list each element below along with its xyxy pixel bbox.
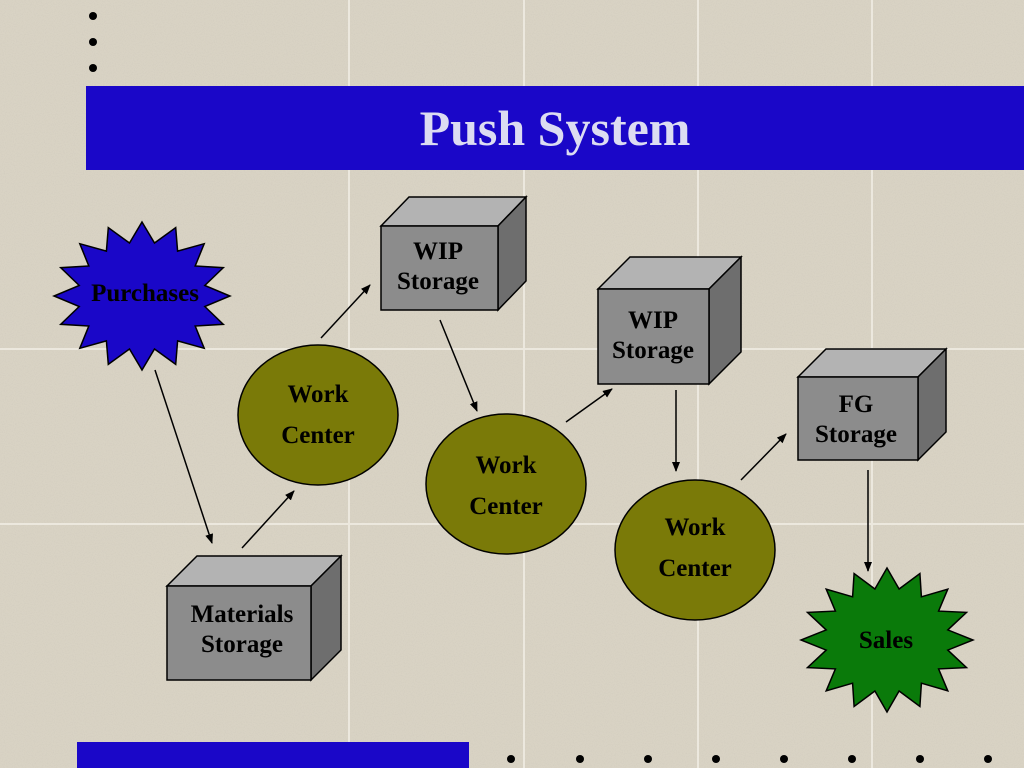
- grid-line: [523, 0, 525, 768]
- work-center-3-label: Work Center: [658, 514, 732, 582]
- arrow-work-center-2-to-wip-2: [565, 388, 613, 423]
- wip-storage-box-2: [596, 255, 743, 386]
- decorative-bullet: [984, 755, 992, 763]
- work-center-2-ellipse: [425, 413, 587, 555]
- materials-storage-box: [165, 554, 343, 682]
- fg-storage-label: FG Storage: [815, 391, 897, 448]
- decorative-bullet: [507, 755, 515, 763]
- arrow-work-center-1-to-wip-1: [320, 284, 371, 339]
- slide-title: Push System: [419, 100, 691, 156]
- wip-storage-2-label: WIP Storage: [612, 307, 694, 364]
- decorative-bullet: [780, 755, 788, 763]
- wip-storage-box-1: [379, 195, 528, 312]
- arrow-purchases-to-materials: [154, 369, 213, 544]
- decorative-bullet: [644, 755, 652, 763]
- work-center-1-ellipse: [237, 344, 399, 486]
- fg-storage-box: [796, 347, 948, 462]
- materials-storage-label: Materials Storage: [190, 601, 294, 658]
- decorative-bullet: [89, 38, 97, 46]
- decorative-bullet: [89, 12, 97, 20]
- arrow-wip-1-to-work-center-2: [439, 319, 478, 412]
- decorative-bullet: [916, 755, 924, 763]
- decorative-bullet: [712, 755, 720, 763]
- decorative-bullet: [576, 755, 584, 763]
- sales-starburst: [798, 566, 976, 714]
- work-center-1-label: Work Center: [281, 381, 355, 449]
- arrow-work-center-3-to-fg: [740, 433, 787, 481]
- decorative-bullet: [848, 755, 856, 763]
- decorative-bullet: [89, 64, 97, 72]
- bottom-band: [77, 742, 469, 768]
- grid-line: [0, 348, 1024, 350]
- title-band: [86, 86, 1024, 170]
- work-center-2-label: Work Center: [469, 452, 543, 520]
- arrow-materials-to-work-center-1: [241, 490, 295, 549]
- sales-label: Sales: [858, 627, 914, 654]
- purchases-label: Purchases: [91, 280, 199, 307]
- purchases-starburst: [52, 220, 232, 372]
- wip-storage-1-label: WIP Storage: [397, 238, 479, 295]
- work-center-3-ellipse: [614, 479, 776, 621]
